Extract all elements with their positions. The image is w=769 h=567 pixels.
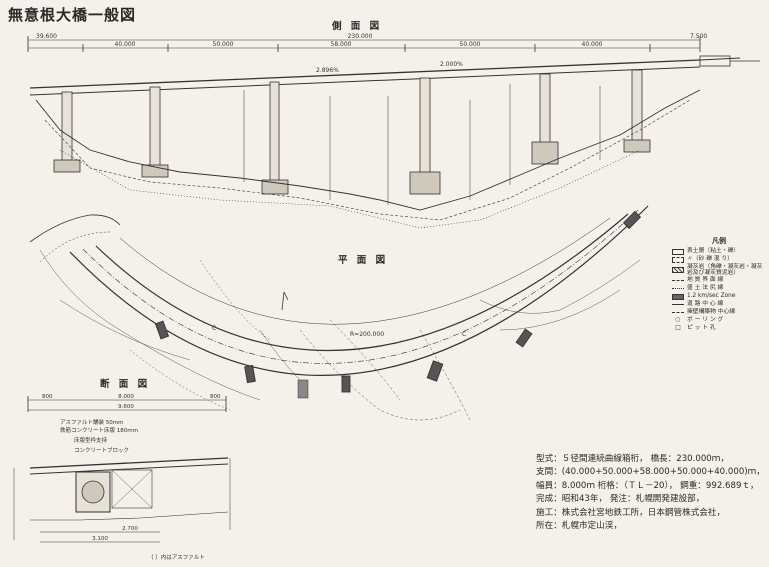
grade-left-text: 2.896% — [316, 67, 339, 74]
legend-row-8: 擁壁構築物 中心線 — [672, 309, 766, 317]
legend-swatch — [672, 256, 684, 263]
legend-title: 凡例 — [712, 237, 726, 245]
legend-line — [672, 288, 684, 290]
section-top-dim-1: 800 — [42, 394, 53, 400]
legend-label: 地 質 界 面 線 — [687, 277, 724, 284]
section-view-label: 断 面 図 — [100, 379, 151, 390]
spec-line-width: 幅員：8.000ｍ 桁格：（ＴＬ－20）， 鋼重：992.689ｔ， — [536, 480, 759, 491]
left-end-text: 39.600 — [36, 33, 57, 40]
spec-line-completion: 完成：昭和43年， 発注：札幌開発建設部， — [536, 494, 705, 505]
legend-row-3: 凝灰岩（角礫・凝灰岩・凝灰岩及び凝灰質泥岩） — [672, 264, 766, 277]
legend-line — [672, 280, 684, 282]
plan-radius-text: R=200.000 — [350, 331, 384, 338]
legend-swatch — [672, 293, 684, 300]
right-end-text: 7.500 — [690, 33, 707, 40]
legend-row-4: 地 質 界 面 線 — [672, 277, 766, 285]
side-view — [27, 36, 760, 229]
spec-line-builder: 施工：株式会社宮地鉄工所，日本鋼管株式会社， — [536, 507, 726, 518]
plan-view-label: 平 面 図 — [338, 255, 389, 266]
section-note-1: アスファルト舗装 50mm — [60, 418, 123, 426]
grade-right-text: 2.000% — [440, 61, 463, 68]
legend-swatch — [672, 248, 684, 255]
legend-row-5: 盛 土 法 尻 線 — [672, 285, 766, 293]
section-width-dim: 9.600 — [118, 404, 134, 410]
legend-row-10: □ ピ ッ ト 孔 — [672, 325, 766, 333]
section-text: 800 8.000 800 9.600 アスファルト舗装 50mm 鉄筋コンクリ… — [42, 394, 221, 542]
plan-c1-text: C — [212, 325, 216, 332]
legend-label: 1.2 km/sec Zone — [687, 293, 736, 300]
legend-label: ボ ー リ ン グ — [687, 317, 724, 324]
legend-line — [672, 312, 684, 314]
spec-line-spans: 支間：(40.000+50.000+58.000+50.000+40.000)ｍ… — [536, 467, 765, 478]
side-view-label: 側 面 図 — [332, 21, 383, 32]
section-bottom-dim-2: 2.700 — [122, 526, 138, 532]
spec-line-location: 所在：札幌市定山渓， — [536, 521, 622, 532]
plan-c2-text: C — [462, 331, 466, 338]
legend-row-2: 〃（砂 礫 混 り） — [672, 256, 766, 264]
legend-label: 擁壁構築物 中心線 — [687, 309, 736, 316]
legend-swatch — [672, 267, 684, 274]
boring-symbol: ○ — [675, 317, 681, 324]
pit-symbol: □ — [675, 325, 681, 332]
legend-label: 道 路 中 心 線 — [687, 301, 724, 308]
drawing-title: 無意根大橋一般図 — [8, 6, 137, 24]
legend-label: 凝灰岩（角礫・凝灰岩・凝灰岩及び凝灰質泥岩） — [687, 263, 763, 277]
section-view — [13, 396, 231, 543]
legend-label: 盛 土 法 尻 線 — [687, 285, 724, 292]
section-note-2: 鉄筋コンクリート床版 180mm — [60, 426, 138, 434]
section-top-dim-3: 800 — [210, 394, 221, 400]
spec-line-type: 型式：５径間連続曲線箱桁， 橋長：230.000ｍ， — [536, 454, 729, 464]
legend-label: 表土層（粘土・礫） — [687, 248, 740, 255]
legend-label: ピ ッ ト 孔 — [687, 325, 716, 332]
span-4-text: 50.000 — [460, 41, 481, 48]
legend: 凡例 表土層（粘土・礫） 〃（砂 礫 混 り） 凝灰岩（角礫・凝灰岩・凝灰岩及び… — [672, 238, 766, 333]
legend-row-7: 道 路 中 心 線 — [672, 301, 766, 309]
legend-row-1: 表土層（粘土・礫） — [672, 248, 766, 256]
plan-text: R=200.000 C C — [212, 325, 466, 338]
legend-row-6: 1.2 km/sec Zone — [672, 293, 766, 301]
side-dim-text: 230.000 40.000 50.000 58.000 50.000 40.0… — [36, 33, 707, 74]
specifications: 型式：５径間連続曲線箱桁， 橋長：230.000ｍ， 支間：(40.000+50… — [536, 453, 765, 533]
span-5-text: 40.000 — [582, 41, 603, 48]
span-3-text: 58.000 — [331, 41, 352, 48]
legend-row-9: ○ ボ ー リ ン グ — [672, 317, 766, 325]
section-bottom-dim-1: 3.100 — [92, 536, 108, 542]
section-note-3: 床版型枠支持 — [74, 436, 108, 444]
legend-label: 〃（砂 礫 混 り） — [687, 256, 734, 263]
section-top-dim-2: 8.000 — [118, 394, 134, 400]
plan-view — [29, 205, 649, 421]
legend-line — [672, 304, 684, 306]
footnote: （ ）内はアスファルト — [148, 555, 205, 561]
span-2-text: 50.000 — [213, 41, 234, 48]
span-1-text: 40.000 — [115, 41, 136, 48]
total-length-text: 230.000 — [348, 33, 373, 40]
section-note-4: コンクリートブロック — [74, 446, 129, 454]
